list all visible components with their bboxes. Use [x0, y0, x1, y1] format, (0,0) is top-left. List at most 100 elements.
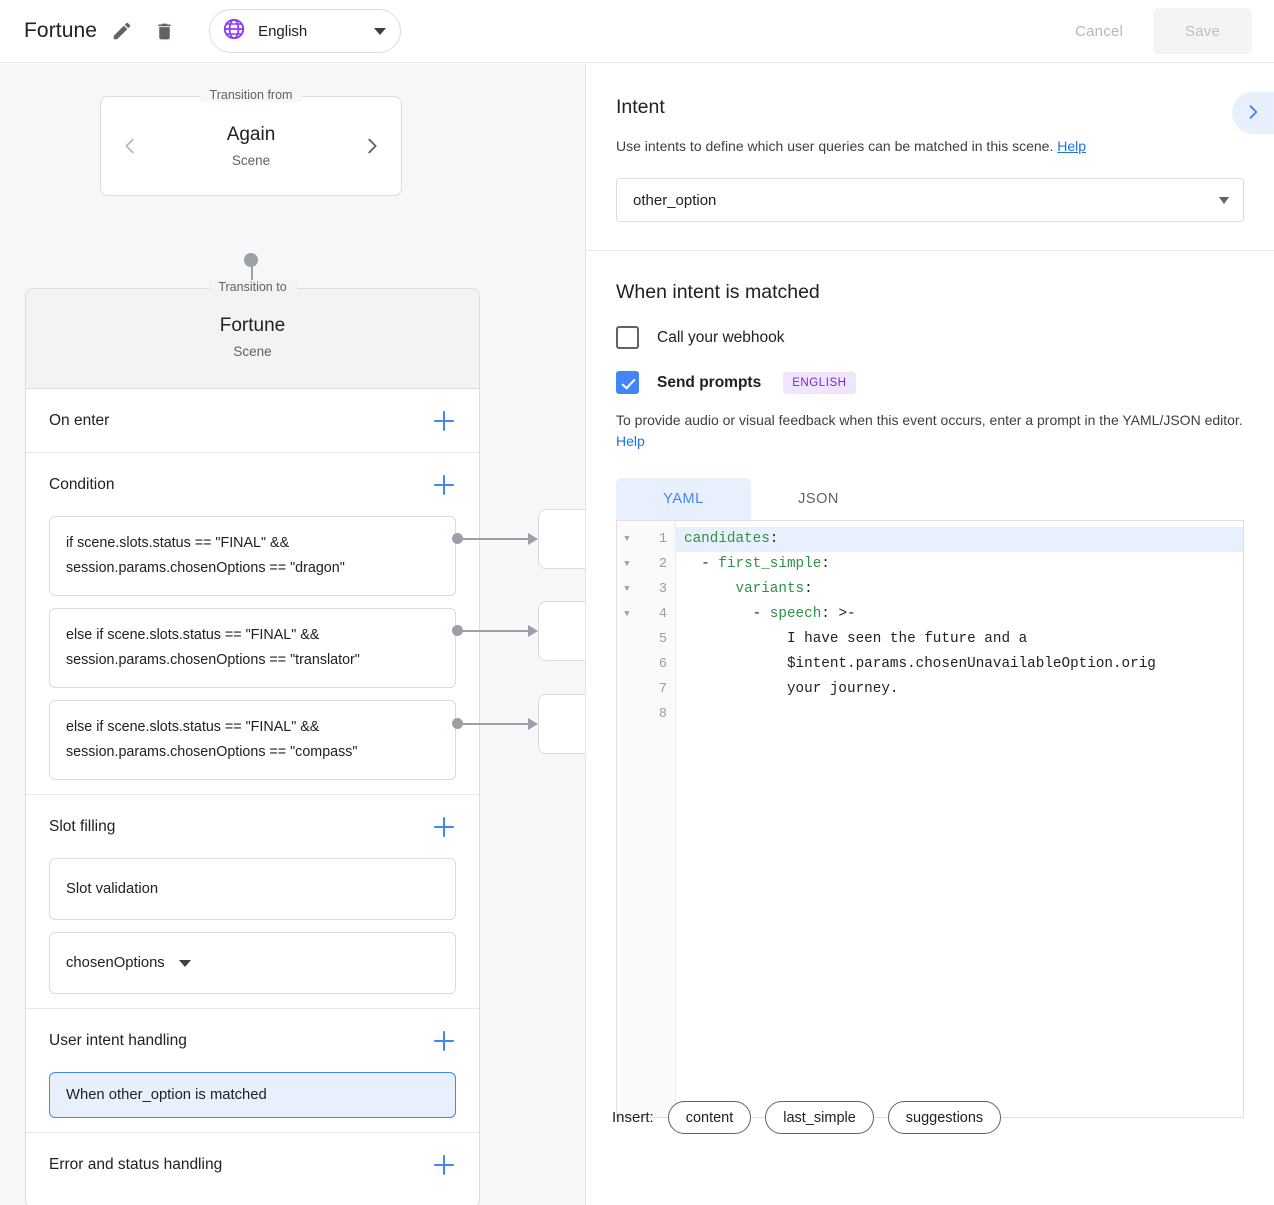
- editor-gutter-line: 8: [617, 702, 675, 727]
- section-error-status-handling: Error and status handling: [26, 1133, 479, 1196]
- line-number: 3: [658, 582, 667, 597]
- transition-from-card[interactable]: Transition from Again Scene: [100, 88, 402, 196]
- call-webhook-checkbox[interactable]: [616, 326, 639, 349]
- code-line[interactable]: I have seen the future and a: [676, 627, 1243, 652]
- section-error-status-header: Error and status handling: [26, 1133, 479, 1196]
- condition-text: if scene.slots.status == "FINAL" && sess…: [66, 535, 345, 576]
- condition-text: else if scene.slots.status == "FINAL" &&…: [66, 627, 360, 668]
- code-line[interactable]: candidates:: [676, 527, 1243, 552]
- intent-description-text: Use intents to define which user queries…: [616, 138, 1054, 154]
- send-prompts-checkbox[interactable]: [616, 371, 639, 394]
- section-condition-title: Condition: [49, 475, 115, 493]
- chevron-down-icon: [1219, 196, 1229, 204]
- add-on-enter-button[interactable]: [431, 408, 457, 434]
- transition-to-header[interactable]: Transition to Fortune Scene: [26, 280, 479, 389]
- slot-validation-label: Slot validation: [66, 881, 159, 897]
- insert-chip-content[interactable]: content: [667, 1101, 752, 1134]
- language-label: English: [258, 22, 308, 40]
- next-scene-icon[interactable]: [361, 135, 383, 157]
- code-token: your journey.: [684, 681, 899, 697]
- section-slot-filling-header: Slot filling: [26, 795, 479, 858]
- section-on-enter-header: On enter: [26, 389, 479, 452]
- transition-from-type: Scene: [231, 153, 271, 168]
- line-number: 1: [658, 532, 667, 547]
- code-token: variants: [735, 581, 805, 597]
- when-intent-matched-title: When intent is matched: [616, 281, 820, 303]
- section-user-intent-header: User intent handling: [26, 1009, 479, 1072]
- editor-gutter-line: 5: [617, 627, 675, 652]
- insert-chip-suggestions[interactable]: suggestions: [887, 1101, 1002, 1134]
- transition-from-name: Again: [226, 124, 276, 145]
- code-line[interactable]: variants:: [676, 577, 1243, 602]
- condition-target-box[interactable]: [538, 509, 585, 569]
- condition-target-box[interactable]: [538, 601, 585, 661]
- slot-item[interactable]: chosenOptions: [49, 932, 456, 994]
- add-condition-button[interactable]: [431, 472, 457, 498]
- section-slot-filling: Slot filling Slot validation chosenOptio…: [26, 795, 479, 1009]
- user-intent-item-selected[interactable]: When other_option is matched: [49, 1072, 456, 1118]
- fold-triangle-icon[interactable]: ▼: [624, 559, 630, 569]
- slot-filling-list: Slot validation chosenOptions: [26, 858, 479, 1008]
- slot-row: chosenOptions: [66, 955, 439, 971]
- code-line[interactable]: [676, 702, 1243, 727]
- edit-button[interactable]: [105, 14, 139, 48]
- intent-section: Intent Use intents to define which user …: [586, 64, 1274, 251]
- fold-triangle-icon[interactable]: ▼: [624, 584, 630, 594]
- add-slot-button[interactable]: [431, 814, 457, 840]
- condition-item[interactable]: else if scene.slots.status == "FINAL" &&…: [49, 700, 456, 780]
- language-selector[interactable]: English: [209, 9, 402, 53]
- line-number: 8: [658, 707, 667, 722]
- intent-select-value: other_option: [633, 191, 717, 209]
- insert-chips-row: Insert: content last_simple suggestions: [612, 1101, 1002, 1134]
- transition-to-name: Fortune: [219, 315, 286, 336]
- line-number: 5: [658, 632, 667, 647]
- code-line[interactable]: - first_simple:: [676, 552, 1243, 577]
- add-user-intent-button[interactable]: [431, 1028, 457, 1054]
- code-line[interactable]: your journey.: [676, 677, 1243, 702]
- previous-scene-icon[interactable]: [119, 135, 141, 157]
- prompts-help-link[interactable]: Help: [616, 433, 645, 449]
- intent-description: Use intents to define which user queries…: [616, 136, 1244, 156]
- code-token: first_simple: [718, 556, 822, 572]
- send-prompts-row: Send prompts ENGLISH: [616, 371, 1244, 394]
- section-condition: Condition if scene.slots.status == "FINA…: [26, 453, 479, 795]
- intent-select[interactable]: other_option: [616, 178, 1244, 222]
- line-number: 6: [658, 657, 667, 672]
- editor-gutter-line: ▼3: [617, 577, 675, 602]
- cancel-button[interactable]: Cancel: [1053, 12, 1145, 50]
- add-error-handler-button[interactable]: [431, 1152, 457, 1178]
- intent-help-link[interactable]: Help: [1057, 138, 1087, 154]
- fold-triangle-icon[interactable]: ▼: [624, 534, 630, 544]
- insert-label: Insert:: [612, 1109, 654, 1126]
- insert-chip-last-simple[interactable]: last_simple: [765, 1101, 874, 1134]
- intent-title: Intent: [616, 96, 665, 118]
- slot-validation-item[interactable]: Slot validation: [49, 858, 456, 920]
- tab-yaml[interactable]: YAML: [616, 478, 751, 520]
- expand-panel-button[interactable]: [1232, 92, 1274, 134]
- save-button[interactable]: Save: [1153, 8, 1252, 54]
- condition-list: if scene.slots.status == "FINAL" && sess…: [26, 516, 479, 794]
- section-user-intent-title: User intent handling: [49, 1031, 187, 1049]
- editor-format-tabs: YAML JSON: [616, 478, 1244, 520]
- editor-code-area[interactable]: candidates: - first_simple: variants: - …: [676, 521, 1243, 1117]
- prompts-helper-text: To provide audio or visual feedback when…: [616, 410, 1244, 452]
- tab-json[interactable]: JSON: [751, 478, 886, 520]
- code-line[interactable]: $intent.params.chosenUnavailableOption.o…: [676, 652, 1243, 677]
- chevron-down-icon[interactable]: [178, 959, 191, 967]
- code-token: speech: [769, 606, 822, 622]
- delete-button[interactable]: [147, 14, 181, 48]
- topbar-actions: Cancel Save: [1053, 8, 1252, 54]
- code-token: -: [684, 556, 719, 572]
- editor-gutter-line: ▼4: [617, 602, 675, 627]
- webhook-row: Call your webhook: [616, 326, 1244, 349]
- fold-triangle-icon[interactable]: ▼: [624, 609, 630, 619]
- scene-detail-panel: Transition to Fortune Scene On enter Con…: [25, 280, 480, 1205]
- section-condition-header: Condition: [26, 453, 479, 516]
- section-on-enter: On enter: [26, 389, 479, 453]
- condition-target-box[interactable]: [538, 694, 585, 754]
- condition-item[interactable]: if scene.slots.status == "FINAL" && sess…: [49, 516, 456, 596]
- code-line[interactable]: - speech: >-: [676, 602, 1243, 627]
- condition-item[interactable]: else if scene.slots.status == "FINAL" &&…: [49, 608, 456, 688]
